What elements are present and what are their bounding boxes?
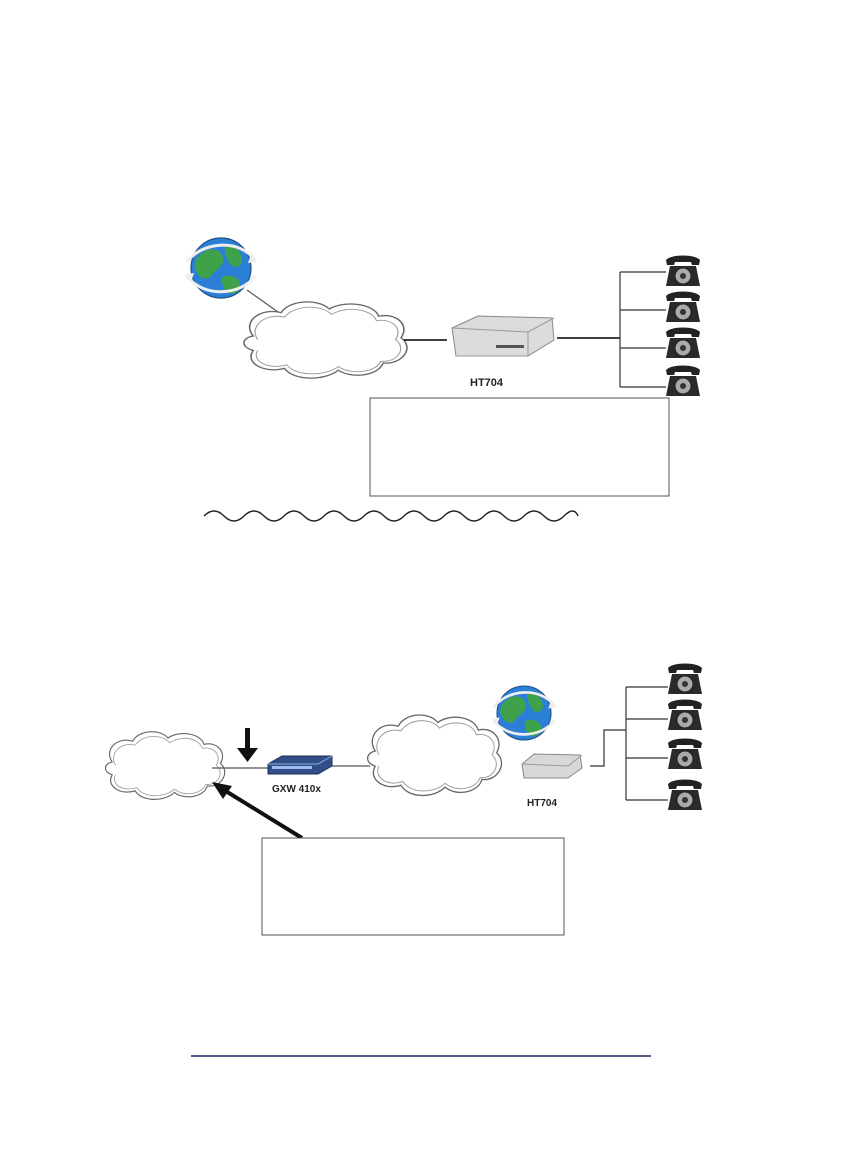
wave-divider [204,511,578,521]
bottom-diagram: GXW 410x HT704 [105,664,702,936]
telephone-icon [668,780,702,811]
telephone-icon [666,328,700,359]
device-label: HT704 [527,798,557,809]
arrow-icon [237,728,258,762]
top-diagram: HT704 [185,238,700,496]
telephone-icon [668,664,702,695]
telephone-icon [666,366,700,397]
gateway-label: GXW 410x [272,784,321,795]
phone-bus [620,272,666,387]
description-box [370,398,669,496]
device-label: HT704 [470,377,504,389]
globe-icon [185,238,257,298]
phone-bus [590,687,668,800]
description-box [262,838,564,935]
cloud-icon [244,302,407,378]
router-icon [522,754,582,778]
globe-icon [492,686,557,740]
telephone-icon [666,292,700,323]
globe-cloud-link [247,290,278,312]
cloud-icon [368,715,502,795]
router-icon [452,316,554,356]
telephone-icon [668,700,702,731]
router-icon [268,756,332,774]
cloud-icon [105,732,224,800]
telephone-icon [668,739,702,770]
telephone-icon [666,256,700,287]
